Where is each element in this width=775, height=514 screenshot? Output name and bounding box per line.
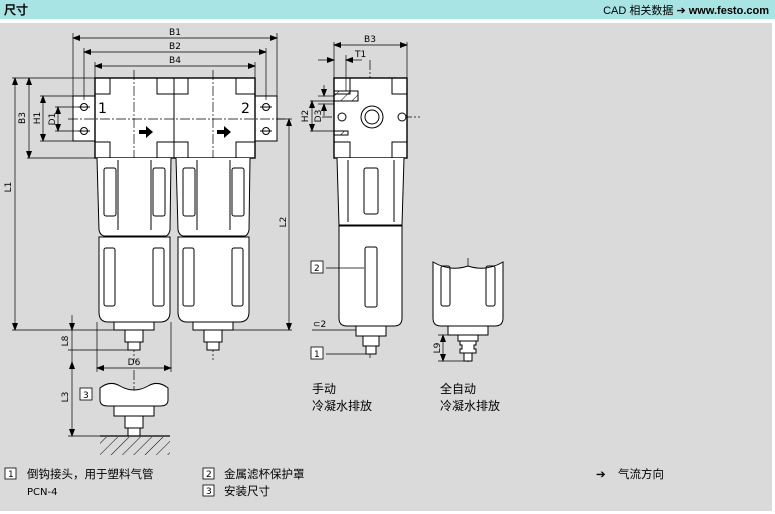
- flow-arrow-icon: [139, 126, 231, 138]
- auto-drain-caption-line2: 冷凝水排放: [440, 398, 500, 413]
- port-2-label: 2: [241, 101, 250, 117]
- dim-d1: D1: [48, 113, 58, 126]
- legend-1-num: 1: [8, 470, 14, 480]
- tag-boxes: [4, 260, 324, 497]
- dim-t1: T1: [354, 50, 366, 60]
- dim-l1: L1: [4, 182, 14, 193]
- tag-3-drawing: 3: [83, 391, 89, 401]
- legend-flow-arrow-icon: ➔: [596, 467, 606, 481]
- dim-l8: L8: [61, 335, 71, 346]
- dim-h2: H2: [301, 110, 311, 123]
- auto-drain-caption-line1: 全自动: [440, 381, 476, 396]
- legend-flow-text: 气流方向: [618, 467, 664, 481]
- dim-h1: H1: [33, 112, 43, 125]
- dim-l9: L9: [433, 342, 443, 353]
- front-view-body: [72, 77, 278, 159]
- dim-b3-side: B3: [364, 35, 376, 45]
- front-dimension-lines: [12, 33, 292, 437]
- dim-b1: B1: [169, 28, 181, 38]
- section-header: 尺寸 CAD 相关数据 ➔ www.festo.com: [0, 0, 775, 19]
- festo-website-link[interactable]: www.festo.com: [688, 5, 769, 17]
- mounting-detail: [99, 382, 170, 455]
- legend-3-text: 安装尺寸: [224, 484, 270, 498]
- dim-b2: B2: [169, 42, 181, 52]
- dim-b4: B4: [169, 56, 181, 66]
- cad-data-link-area: CAD 相关数据 ➔ www.festo.com: [603, 2, 769, 18]
- manual-drain-caption-line2: 冷凝水排放: [312, 398, 372, 413]
- legend-3-num: 3: [206, 487, 212, 497]
- tag-1-drawing: 1: [314, 350, 320, 360]
- tag-2-drawing: 2: [314, 264, 320, 274]
- manual-drain-caption-line1: 手动: [312, 382, 336, 396]
- dim-d3: D3: [314, 110, 324, 123]
- arrow-right-icon: ➔: [676, 5, 686, 17]
- filter-bowl-right: [175, 157, 251, 351]
- legend-1-sub: PCN-4: [27, 487, 57, 498]
- dim-l3: L3: [61, 392, 71, 403]
- dim-b3-front: B3: [18, 112, 28, 124]
- side-view: [333, 77, 408, 355]
- legend-2-num: 2: [206, 470, 212, 480]
- auto-drain-dimension: [438, 334, 464, 362]
- dim-d6: D6: [128, 358, 141, 368]
- legend-1-text: 倒钩接头，用于塑料气管: [27, 467, 154, 481]
- auto-drain-view: [432, 261, 504, 362]
- legend-2-text: 金属滤杯保护罩: [224, 467, 305, 481]
- screw-icon: [78, 103, 272, 135]
- dim-wrench: ⊂2: [313, 320, 326, 330]
- section-title: 尺寸: [4, 3, 29, 17]
- port-1-label: 1: [98, 101, 107, 117]
- dim-l2: L2: [279, 217, 289, 228]
- side-dimension-lines: [309, 42, 408, 355]
- cad-label: CAD 相关数据: [603, 5, 674, 17]
- filter-bowl-left: [96, 157, 172, 351]
